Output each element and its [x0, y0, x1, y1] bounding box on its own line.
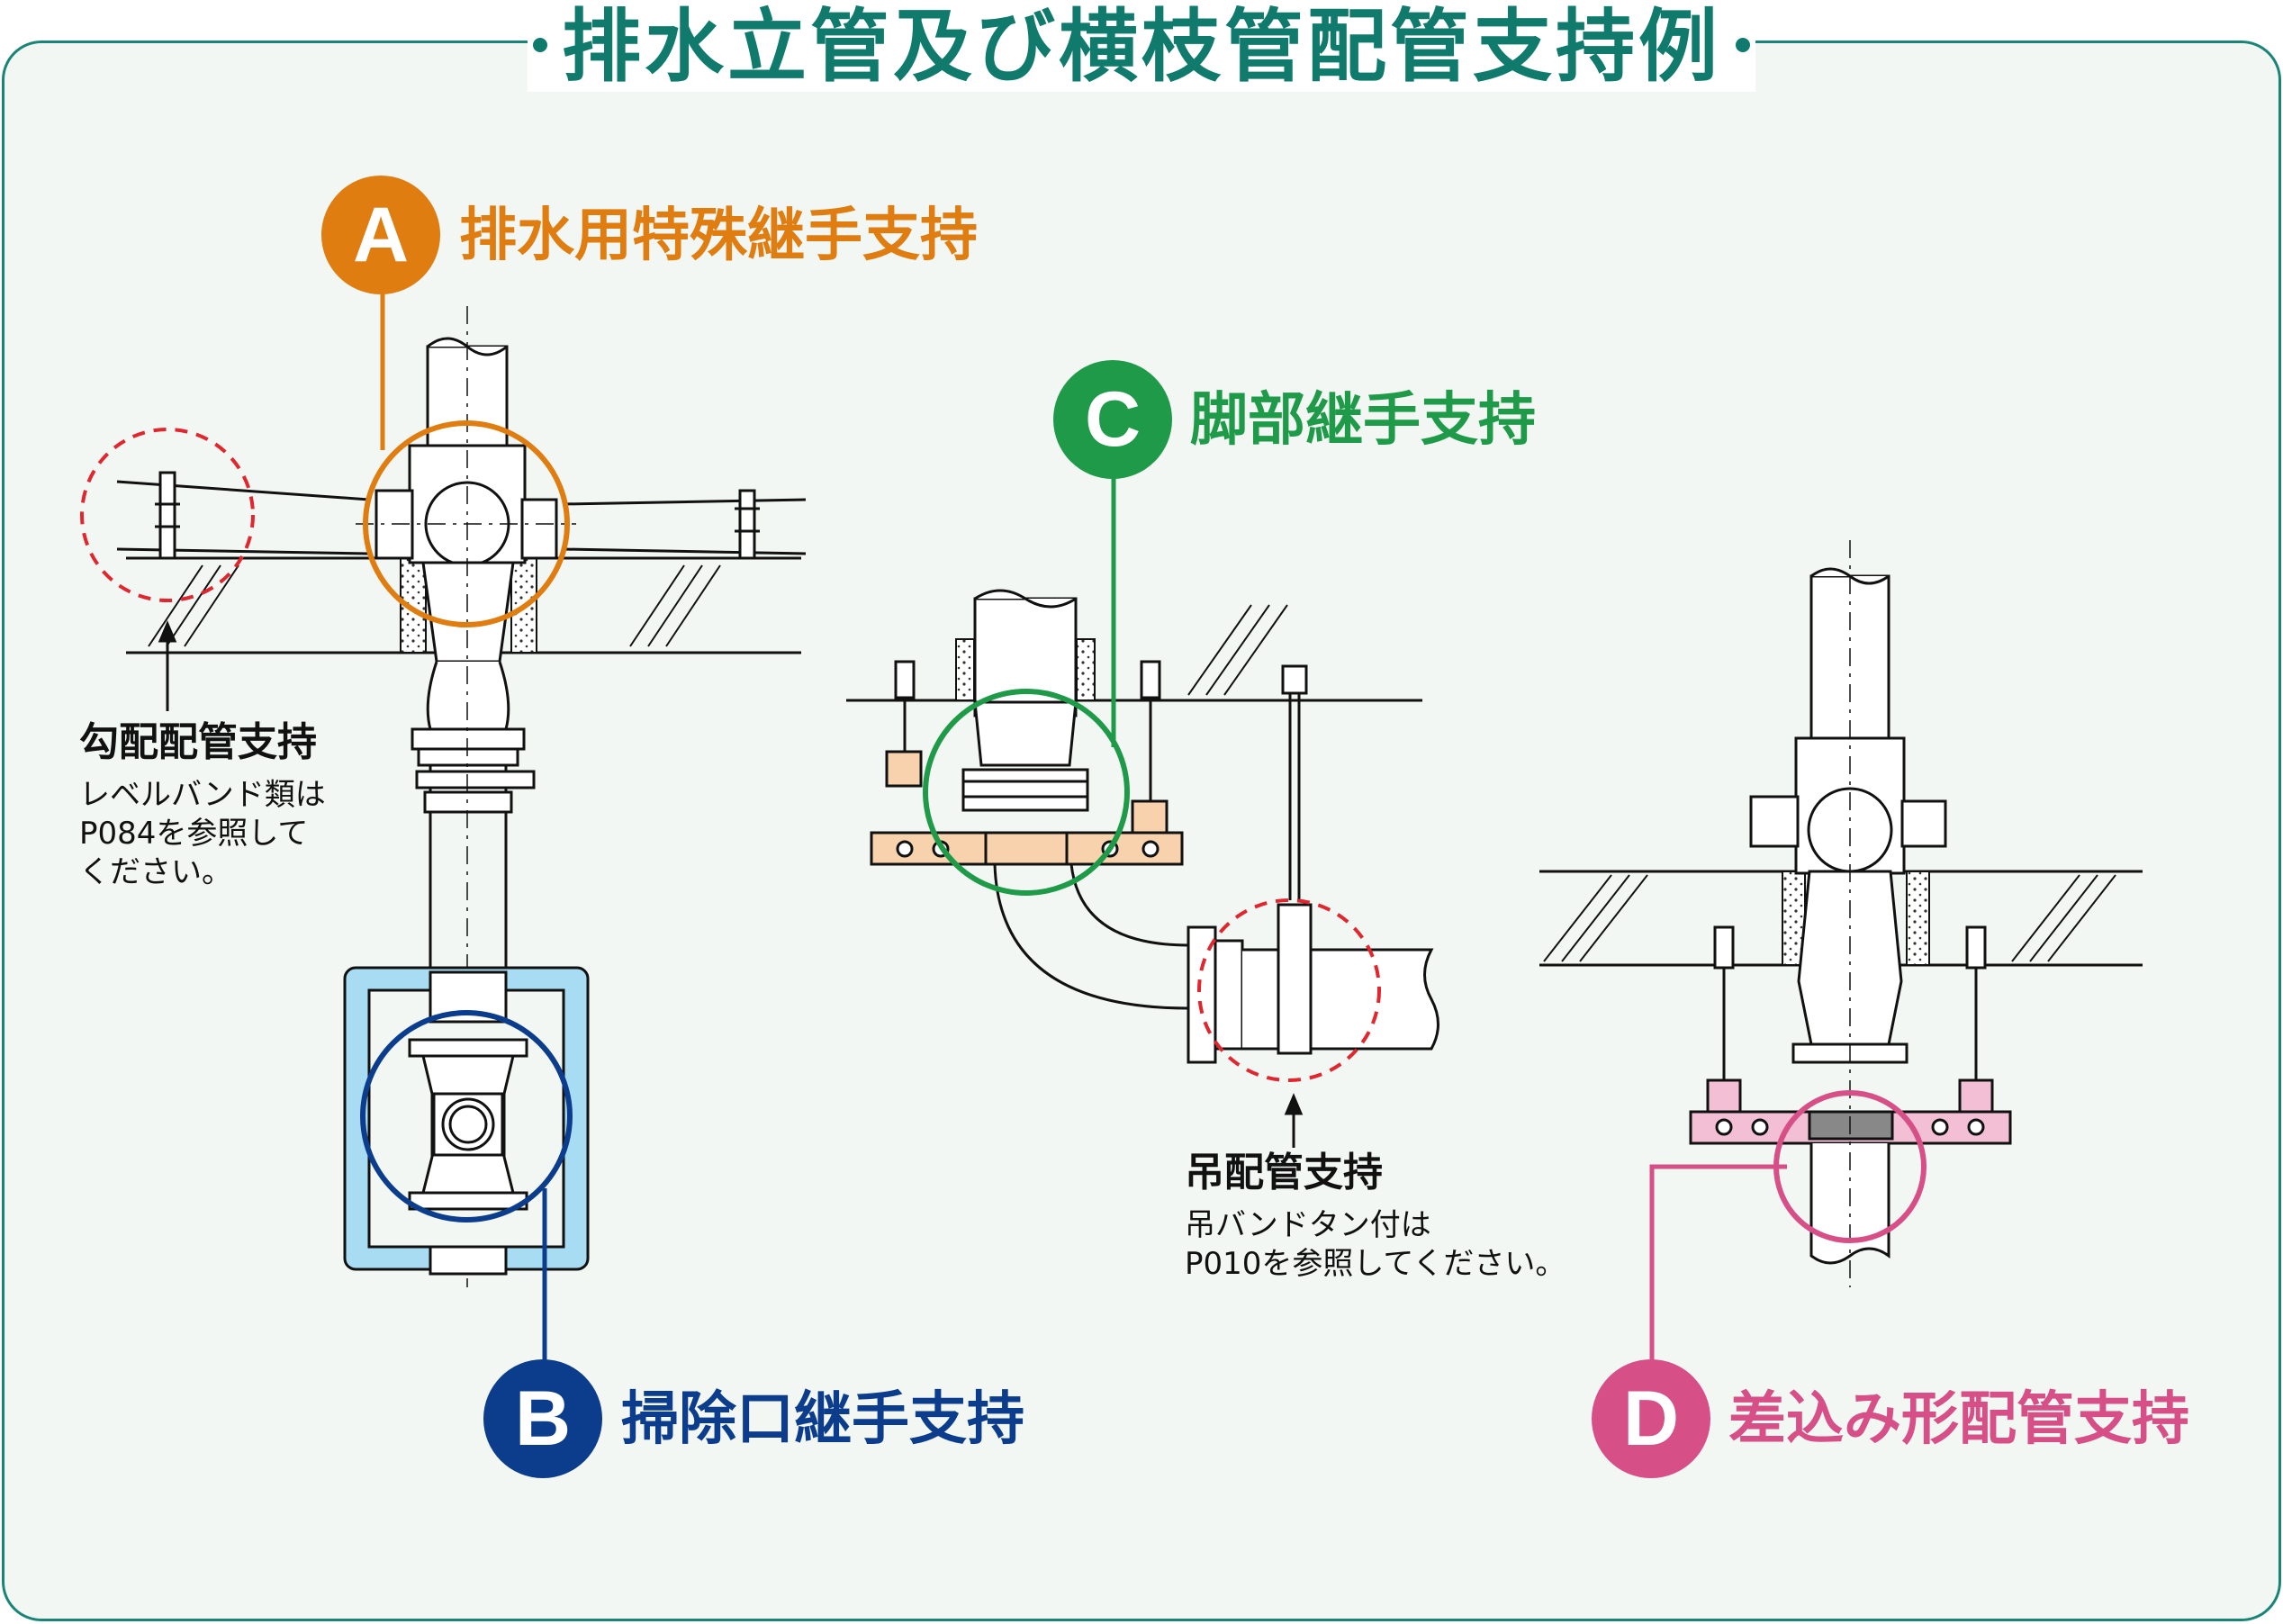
- section-a-badge: A: [321, 176, 440, 294]
- section-d-badge: D: [1592, 1359, 1710, 1478]
- section-c-heading: 脚部継手支持: [1190, 387, 1536, 454]
- title-left-dot: [532, 38, 547, 52]
- section-c-badge: C: [1053, 360, 1172, 479]
- slope-support-highlight: [80, 428, 255, 602]
- section-c-drawing: [846, 589, 1439, 1064]
- section-d-drawing: [1539, 540, 2143, 1287]
- section-c-highlight: [923, 689, 1130, 896]
- slope-support-title: 勾配配管支持: [79, 719, 317, 765]
- section-a-drawing: [116, 306, 807, 1287]
- slope-support-note-line-1: レベルバンド類は: [79, 777, 326, 813]
- section-b-badge: B: [483, 1359, 602, 1478]
- section-d-leader: [1649, 1164, 1787, 1364]
- page-title-text: 排水立管及び横枝管配管支持例: [561, 0, 1721, 93]
- section-a-heading: 排水用特殊継手支持: [459, 203, 978, 269]
- section-d-heading: 差込み形配管支持: [1728, 1386, 2189, 1453]
- title-bar: 排水立管及び横枝管配管支持例: [0, 0, 2283, 99]
- slope-support-note-line-3: ください。: [79, 854, 232, 890]
- hanger-support-title: 吊配管支持: [1185, 1150, 1383, 1195]
- page-title: 排水立管及び横枝管配管支持例: [527, 0, 1755, 93]
- section-a-highlight: [363, 420, 570, 627]
- hanger-support-note-line-1: 吊バンドタン付は: [1185, 1207, 1431, 1243]
- slope-support-note-line-2: P084を参照して: [79, 816, 309, 852]
- hanger-support-highlight: [1197, 898, 1381, 1082]
- hanger-support-note-line-2: P010を参照してください。: [1185, 1246, 1566, 1282]
- section-b-heading: 掃除口継手支持: [621, 1386, 1024, 1453]
- section-b-highlight: [360, 1010, 573, 1223]
- title-right-dot: [1736, 38, 1750, 52]
